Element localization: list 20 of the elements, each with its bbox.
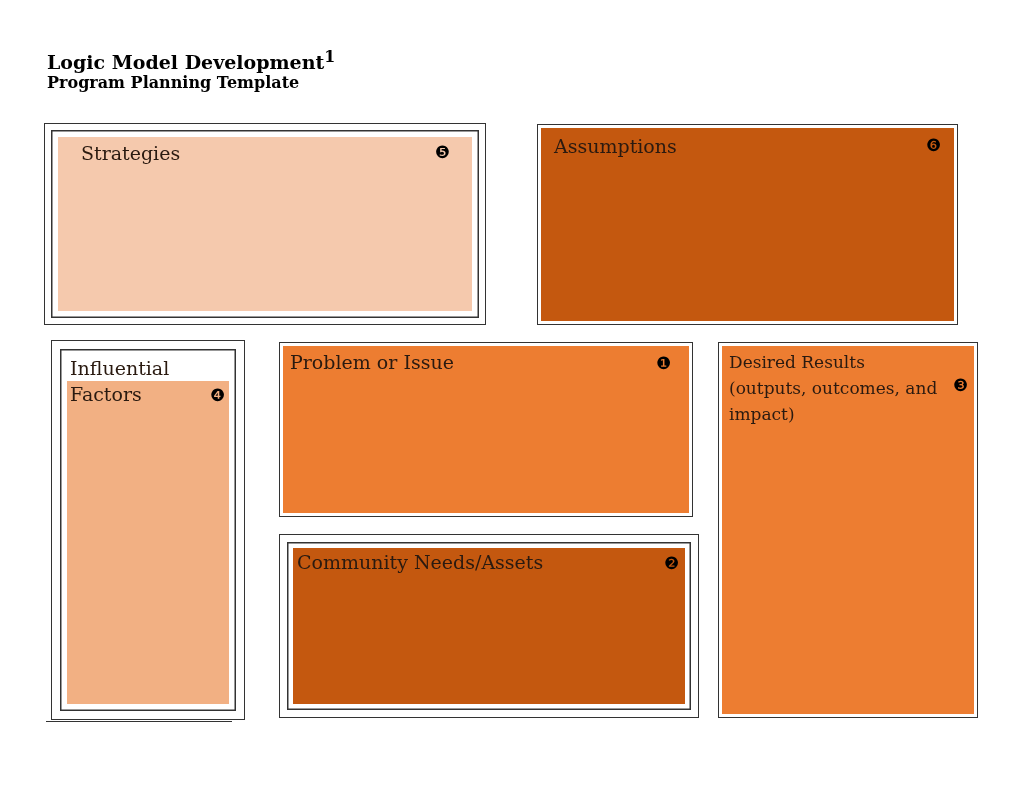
box-heading: Influential Factors [70,356,170,407]
template-box [44,123,486,325]
step-number: ❹ [210,385,226,405]
box-heading: Problem or Issue [290,350,454,375]
box-heading: Community Needs/Assets [297,550,544,575]
step-number: ❺ [435,142,451,162]
template-box [537,124,958,325]
template-box [279,534,699,718]
template-box [51,340,245,720]
title: Logic Model Development$^{1}$ [47,47,336,74]
step-number: ❻ [926,135,942,155]
box-heading: Assumptions [554,134,677,159]
subtitle: Program Planning Template [47,73,300,92]
box-heading: Desired Results (outputs, outcomes, and impact) [729,351,939,426]
template-box [279,342,693,517]
step-number: ❸ [953,375,969,395]
step-number: ❷ [664,553,680,573]
box-heading: Strategies [81,141,181,166]
template-box [718,342,978,718]
step-number: ❶ [656,353,672,373]
